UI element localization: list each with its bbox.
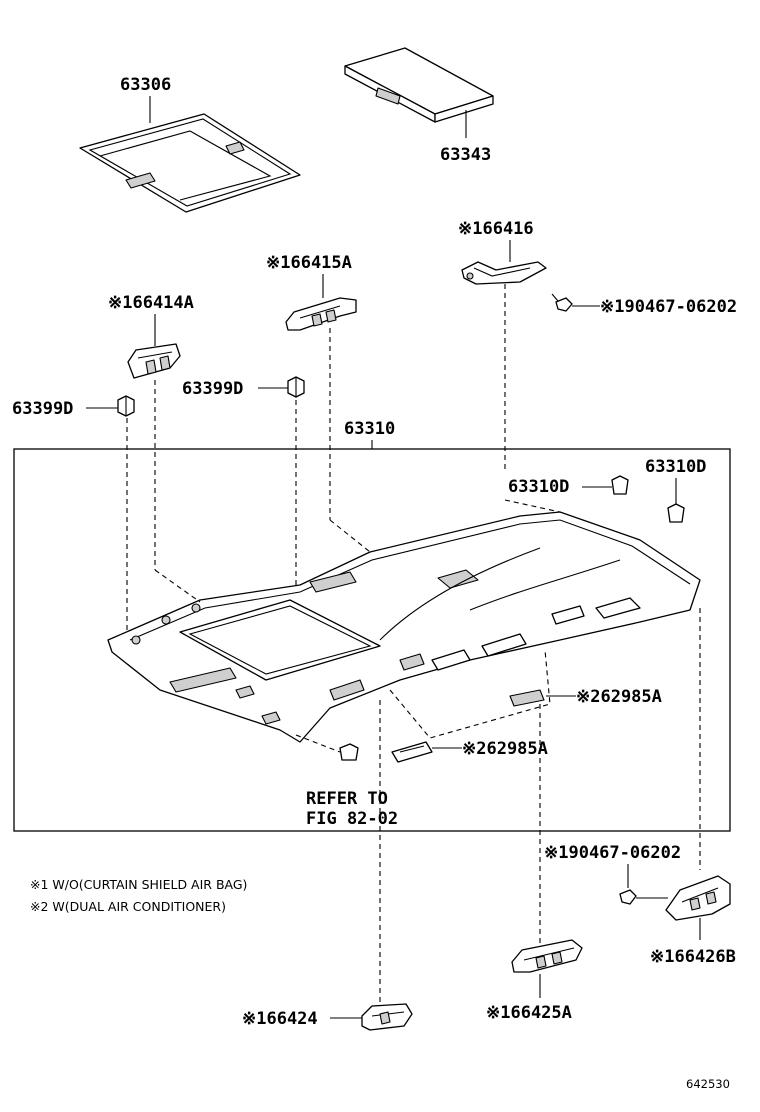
part-66426B-bracket[interactable] [665, 875, 731, 921]
guide-66416-end [504, 499, 561, 513]
part-66424-bracket[interactable] [361, 1003, 413, 1031]
headliner-body[interactable] [107, 511, 701, 743]
label-66415A: ※166415A [266, 253, 352, 273]
label-66416: ※166416 [458, 219, 534, 239]
label-63310D-b: 63310D [645, 457, 706, 477]
label-62985A-2: ※262985A [462, 739, 548, 759]
clip-63310D-b[interactable] [667, 503, 685, 523]
label-63399D-mid: 63399D [182, 379, 243, 399]
part-63343-pad[interactable] [344, 47, 494, 123]
clip-90467-top[interactable] [551, 293, 573, 312]
guide-62985A-zone [389, 649, 551, 739]
label-63306: 63306 [120, 75, 171, 95]
refer-line1: REFER TO [306, 789, 388, 809]
label-63343: 63343 [440, 145, 491, 165]
label-63399D-left: 63399D [12, 399, 73, 419]
label-63310: 63310 [344, 419, 395, 439]
part-63306-shade[interactable] [79, 113, 301, 213]
part-66414A-bracket[interactable] [127, 343, 181, 379]
clip-refer-fig[interactable] [339, 743, 359, 761]
refer-line2: FIG 82-02 [306, 809, 398, 829]
clip-90467-bottom[interactable] [619, 889, 637, 905]
part-62985A-register-2[interactable] [391, 741, 433, 763]
clip-63310D-a[interactable] [611, 475, 629, 495]
label-62985A-1: ※262985A [576, 687, 662, 707]
part-66415A-bracket[interactable] [285, 297, 357, 331]
guide-66415A-end [329, 519, 371, 553]
note-2: ※2 W(DUAL AIR CONDITIONER) [30, 899, 226, 914]
figure-number: 642530 [686, 1077, 730, 1091]
label-66424: ※166424 [242, 1009, 318, 1029]
part-62985A-register-1[interactable] [509, 689, 545, 707]
label-66426B: ※166426B [650, 947, 736, 967]
note-1: ※1 W/O(CURTAIN SHIELD AIR BAG) [30, 877, 247, 892]
part-66416-bracket[interactable] [461, 261, 547, 285]
guide-66414A-end [154, 569, 201, 603]
guide-refer [295, 734, 341, 753]
assembly-frame-63310 [13, 448, 731, 832]
part-66425A-bracket[interactable] [511, 939, 583, 973]
clip-63399D-mid[interactable] [287, 376, 305, 398]
label-90467-top: ※190467-06202 [600, 297, 737, 317]
label-66425A: ※166425A [486, 1003, 572, 1023]
label-66414A: ※166414A [108, 293, 194, 313]
label-63310D-a: 63310D [508, 477, 569, 497]
label-90467-bottom: ※190467-06202 [544, 843, 681, 863]
clip-63399D-left[interactable] [117, 395, 135, 417]
